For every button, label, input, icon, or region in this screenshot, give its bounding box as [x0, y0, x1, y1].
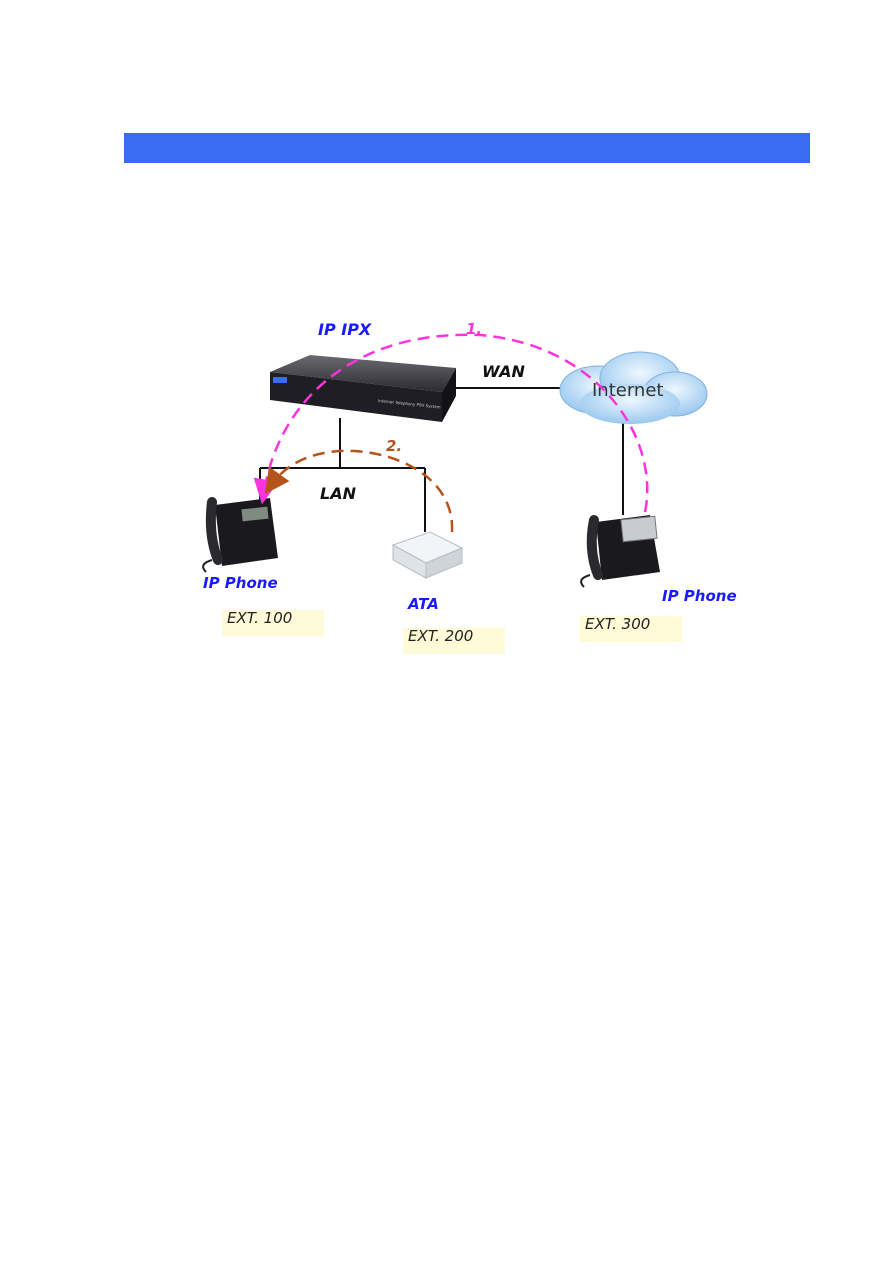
- ip-phone-3-icon: [580, 515, 660, 588]
- flow-1-label: 1.: [466, 320, 482, 338]
- call-flow-2-arrow: [264, 449, 454, 533]
- ip-phone-1-label: IP Phone: [203, 574, 278, 592]
- ata-label: ATA: [407, 595, 439, 613]
- ext-300-box: [580, 616, 682, 642]
- ip-phone-3-label: IP Phone: [662, 587, 737, 605]
- ext-100-label: EXT. 100: [227, 609, 292, 627]
- flow-2-label: 2.: [386, 437, 402, 455]
- section-header-bar: [124, 133, 810, 163]
- ext-300-label: EXT. 300: [585, 615, 650, 633]
- ext-200-box: [403, 628, 505, 654]
- ext-100-box: [222, 610, 324, 636]
- pbx-front-text: Internet Telephony PBX System: [378, 398, 441, 410]
- ip-phone-1-icon: [202, 497, 278, 573]
- lan-label: LAN: [320, 484, 357, 503]
- wan-label: WAN: [482, 362, 525, 381]
- internet-cloud: Internet: [559, 351, 708, 424]
- pbx-label: IP IPX: [318, 320, 372, 339]
- call-flow-1-arrow: [253, 333, 649, 513]
- ata-device-icon: [391, 531, 464, 579]
- ext-200-label: EXT. 200: [408, 627, 473, 645]
- pbx-device: Internet Telephony PBX System: [270, 355, 456, 422]
